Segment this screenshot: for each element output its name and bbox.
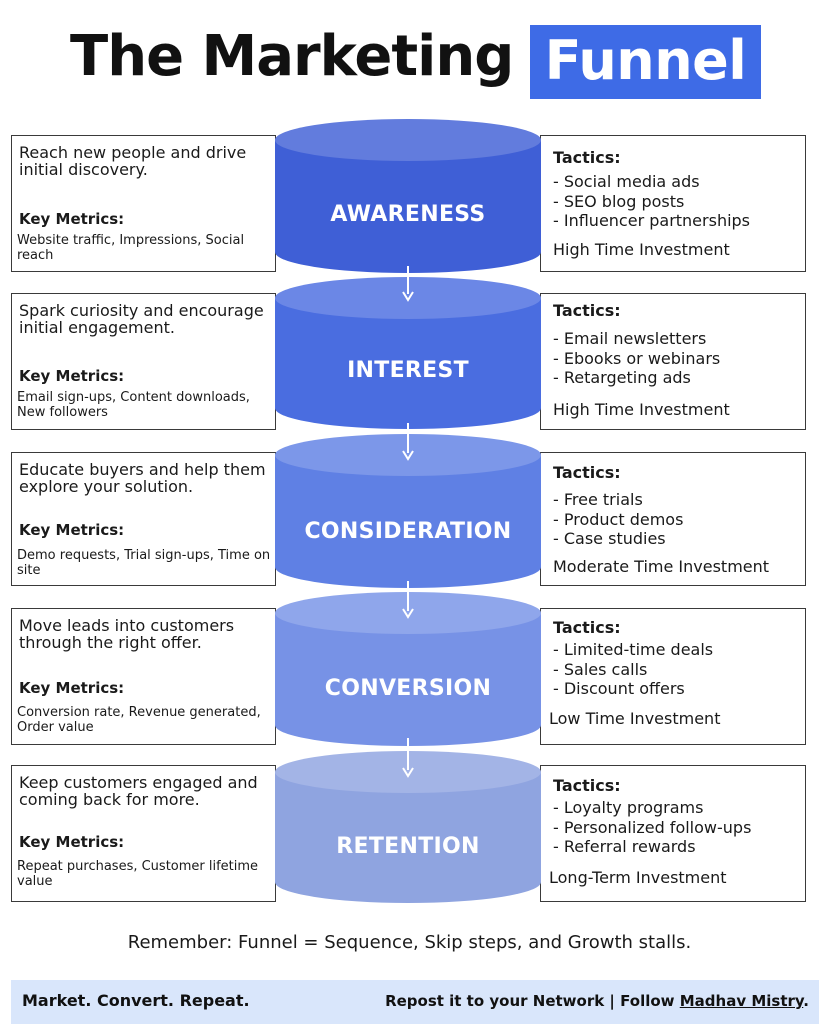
consideration-investment: Moderate Time Investment bbox=[553, 557, 770, 576]
down-arrow-icon bbox=[402, 581, 414, 619]
tactic-item: - Loyalty programs bbox=[553, 798, 704, 817]
page-title: The Marketing bbox=[70, 24, 514, 89]
cylinder-top-awareness bbox=[275, 119, 541, 161]
author-link[interactable]: Madhav Mistry bbox=[679, 992, 804, 1010]
cylinder-retention bbox=[275, 751, 541, 903]
interest-description: Spark curiosity and encourage initial en… bbox=[19, 301, 264, 337]
interest-description-panel: Spark curiosity and encourage initial en… bbox=[11, 293, 276, 430]
conversion-investment: Low Time Investment bbox=[549, 709, 721, 728]
tactic-item: - Email newsletters bbox=[553, 329, 707, 348]
stage-label-retention: RETENTION bbox=[336, 834, 480, 859]
tactic-item: - Sales calls bbox=[553, 659, 648, 679]
conversion-tactics-panel: Tactics: - Limited-time deals - Sales ca… bbox=[540, 608, 806, 745]
awareness-tactics-label: Tactics: bbox=[553, 148, 621, 167]
consideration-description: Educate buyers and help them explore you… bbox=[19, 460, 266, 496]
stage-label-conversion: CONVERSION bbox=[324, 676, 492, 701]
consideration-tactics-label: Tactics: bbox=[553, 463, 621, 482]
footer-bar: Market. Convert. Repeat. Repost it to yo… bbox=[11, 980, 819, 1024]
interest-metrics: Email sign-ups, Content downloads, New f… bbox=[17, 390, 250, 420]
cylinder-top-interest bbox=[275, 277, 541, 319]
stage-label-consideration: CONSIDERATION bbox=[304, 519, 512, 544]
tactic-item: - Personalized follow-ups bbox=[553, 817, 752, 837]
interest-metrics-label: Key Metrics: bbox=[19, 367, 125, 385]
conversion-tactics-label: Tactics: bbox=[553, 618, 621, 637]
interest-tactics-list: - Email newsletters - Ebooks or webinars… bbox=[553, 329, 720, 388]
awareness-description: Reach new people and drive initial disco… bbox=[19, 143, 247, 179]
tactic-item: - Free trials bbox=[553, 490, 643, 509]
tactic-item: - Limited-time deals bbox=[553, 640, 714, 659]
retention-tactics-panel: Tactics: - Loyalty programs - Personaliz… bbox=[540, 765, 806, 902]
consideration-metrics-label: Key Metrics: bbox=[19, 521, 125, 539]
cylinder-top-conversion bbox=[275, 592, 541, 634]
conversion-description-panel: Move leads into customers through the ri… bbox=[11, 608, 276, 745]
tactic-item: - Referral rewards bbox=[553, 837, 696, 856]
tactic-item: - Influencer partnerships bbox=[553, 211, 751, 230]
tactic-item: - Discount offers bbox=[553, 679, 685, 698]
cylinder-top-retention bbox=[275, 751, 541, 793]
consideration-tactics-panel: Tactics: - Free trials - Product demos -… bbox=[540, 452, 806, 586]
cylinder-awareness bbox=[275, 119, 541, 273]
consideration-tactics-list: - Free trials - Product demos - Case stu… bbox=[553, 490, 683, 549]
footer-follow: Repost it to your Network | Follow Madha… bbox=[385, 992, 809, 1010]
awareness-tactics-panel: Tactics: - Social media ads - SEO blog p… bbox=[540, 135, 806, 272]
title-highlight-badge: Funnel bbox=[530, 25, 761, 99]
retention-description: Keep customers engaged and coming back f… bbox=[19, 773, 258, 809]
awareness-metrics-label: Key Metrics: bbox=[19, 210, 125, 228]
tactic-item: - Case studies bbox=[553, 529, 666, 548]
awareness-tactics-list: - Social media ads - SEO blog posts - In… bbox=[553, 172, 750, 231]
stage-label-awareness: AWARENESS bbox=[330, 202, 486, 227]
down-arrow-icon bbox=[402, 738, 414, 778]
conversion-metrics: Conversion rate, Revenue generated, Orde… bbox=[17, 705, 261, 735]
retention-tactics-list: - Loyalty programs - Personalized follow… bbox=[553, 798, 751, 857]
awareness-investment: High Time Investment bbox=[553, 240, 730, 259]
retention-metrics: Repeat purchases, Customer lifetime valu… bbox=[17, 859, 259, 889]
conversion-tactics-list: - Limited-time deals - Sales calls - Dis… bbox=[553, 640, 713, 699]
tactic-item: - Retargeting ads bbox=[553, 368, 691, 387]
footer-repost-text: Repost it to your Network | Follow bbox=[385, 992, 680, 1010]
conversion-metrics-label: Key Metrics: bbox=[19, 679, 125, 697]
down-arrow-icon bbox=[402, 266, 414, 302]
awareness-metrics: Website traffic, Impressions, Social rea… bbox=[17, 233, 245, 263]
cylinder-conversion bbox=[275, 592, 541, 746]
down-arrow-icon bbox=[402, 423, 414, 461]
stage-label-interest: INTEREST bbox=[347, 358, 469, 383]
awareness-description-panel: Reach new people and drive initial disco… bbox=[11, 135, 276, 272]
footer-period: . bbox=[803, 992, 809, 1010]
conversion-description: Move leads into customers through the ri… bbox=[19, 616, 235, 652]
title-row: The Marketing Funnel bbox=[0, 22, 819, 100]
remember-note: Remember: Funnel = Sequence, Skip steps,… bbox=[127, 932, 692, 953]
retention-description-panel: Keep customers engaged and coming back f… bbox=[11, 765, 276, 902]
tactic-item: - SEO blog posts bbox=[553, 191, 685, 211]
retention-tactics-label: Tactics: bbox=[553, 776, 621, 795]
retention-investment: Long-Term Investment bbox=[549, 868, 727, 887]
consideration-metrics: Demo requests, Trial sign-ups, Time on s… bbox=[17, 548, 271, 578]
tactic-item: - Ebooks or webinars bbox=[553, 348, 721, 368]
tactic-item: - Social media ads bbox=[553, 172, 700, 191]
consideration-description-panel: Educate buyers and help them explore you… bbox=[11, 452, 276, 586]
cylinder-interest bbox=[275, 277, 541, 429]
interest-investment: High Time Investment bbox=[553, 400, 730, 419]
interest-tactics-panel: Tactics: - Email newsletters - Ebooks or… bbox=[540, 293, 806, 430]
retention-metrics-label: Key Metrics: bbox=[19, 833, 125, 851]
cylinder-consideration bbox=[275, 434, 541, 588]
tactic-item: - Product demos bbox=[553, 509, 684, 529]
cylinder-top-consideration bbox=[275, 434, 541, 476]
footer-tagline: Market. Convert. Repeat. bbox=[22, 991, 250, 1010]
interest-tactics-label: Tactics: bbox=[553, 301, 621, 320]
